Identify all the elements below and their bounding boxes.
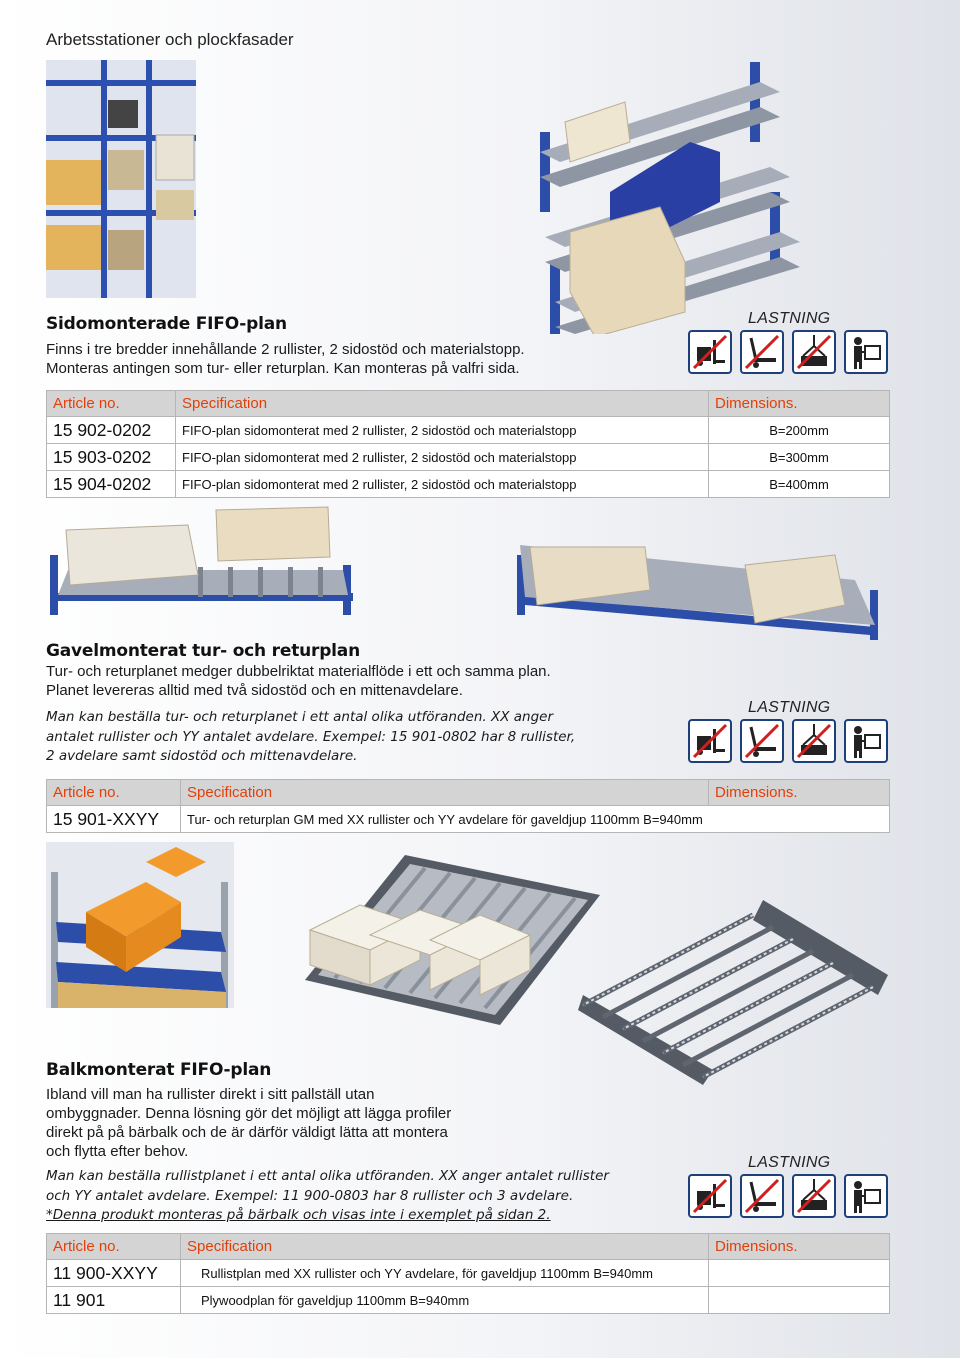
dimensions: B=300mm (708, 443, 890, 471)
column-header-specification: Specification (180, 779, 709, 806)
no-forklift-icon (688, 330, 732, 374)
spec-table-beam-plane: Article no. Specification Dimensions. 11… (46, 1233, 890, 1314)
note-line: 2 avdelare samt sidostöd och mittenavdel… (46, 748, 358, 764)
description-line: direkt på på bärbalk och de är därför vä… (46, 1124, 448, 1141)
rack-photo-image (46, 60, 196, 298)
column-header-article: Article no. (46, 779, 181, 806)
dimensions-empty (708, 1259, 890, 1287)
mounting-note: *Denna produkt monteras på bärbalk och v… (46, 1207, 551, 1223)
side-fifo-shelves-image (520, 62, 810, 338)
column-header-dimensions: Dimensions. (708, 1233, 890, 1260)
no-forklift-icon (688, 719, 732, 763)
article-number: 15 902-0202 (46, 416, 176, 444)
specification: Rullistplan med XX rullister och YY avde… (180, 1259, 709, 1287)
note-line: Man kan beställa rullistplanet i ett ant… (46, 1168, 609, 1184)
column-header-dimensions: Dimensions. (708, 390, 890, 417)
manual-handling-icon (844, 719, 888, 763)
article-number: 11 901 (46, 1286, 181, 1314)
column-header-specification: Specification (180, 1233, 709, 1260)
spec-table-gable-plane: Article no. Specification Dimensions. 15… (46, 779, 890, 833)
description-line: Planet levereras alltid med två sidostöd… (46, 682, 463, 699)
beam-plane-empty-image (578, 900, 890, 1085)
section-description-beam-plane: Ibland vill man ha rullister direkt i si… (46, 1085, 451, 1161)
section-description-side-fifo: Finns i tre bredder innehållande 2 rulli… (46, 340, 525, 378)
description-line: Tur- och returplanet medger dubbelriktat… (46, 663, 551, 680)
loading-icons (688, 1174, 888, 1218)
no-crane-icon (792, 1174, 836, 1218)
article-number: 15 903-0202 (46, 443, 176, 471)
dimensions: B=200mm (708, 416, 890, 444)
description-line: Ibland vill man ha rullister direkt i si… (46, 1086, 375, 1103)
description-line: Monteras antingen som tur- eller returpl… (46, 360, 520, 377)
lastning-label: LASTNING (748, 310, 831, 327)
dimensions: B=400mm (708, 470, 890, 498)
section-title-beam-plane: Balkmonterat FIFO-plan (46, 1060, 272, 1080)
description-line: ombyggnader. Denna lösning gör det möjli… (46, 1105, 452, 1122)
gable-plane-perspective-image (515, 535, 885, 640)
table-row: 11 900-XXYY Rullistplan med XX rullister… (46, 1259, 890, 1287)
specification: FIFO-plan sidomonterat med 2 rullister, … (175, 470, 709, 498)
page-header-title: Arbetsstationer och plockfasader (46, 30, 294, 49)
article-number: 15 904-0202 (46, 470, 176, 498)
no-crane-icon (792, 719, 836, 763)
spec-table-side-fifo: Article no. Specification Dimensions. 15… (46, 390, 890, 498)
note-line: och YY antalet avdelare. Exempel: 11 900… (46, 1187, 574, 1204)
specification: Tur- och returplan GM med XX rullister o… (180, 805, 890, 833)
description-line: Finns i tre bredder innehållande 2 rulli… (46, 341, 525, 358)
section-title-gable-plane: Gavelmonterat tur- och returplan (46, 641, 360, 661)
table-row: 15 901-XXYY Tur- och returplan GM med XX… (46, 805, 890, 833)
no-pallet-jack-icon (740, 719, 784, 763)
specification: FIFO-plan sidomonterat med 2 rullister, … (175, 416, 709, 444)
specification: FIFO-plan sidomonterat med 2 rullister, … (175, 443, 709, 471)
column-header-specification: Specification (175, 390, 709, 417)
section-title-side-fifo: Sidomonterade FIFO-plan (46, 314, 287, 334)
column-header-dimensions: Dimensions. (708, 779, 890, 806)
note-line: antalet rullister och YY antalet avdelar… (46, 728, 576, 745)
no-pallet-jack-icon (740, 1174, 784, 1218)
table-row: 15 903-0202 FIFO-plan sidomonterat med 2… (46, 443, 890, 471)
loading-icons (688, 719, 888, 763)
no-pallet-jack-icon (740, 330, 784, 374)
column-header-article: Article no. (46, 1233, 181, 1260)
gable-plane-front-image (48, 505, 358, 617)
article-number: 11 900-XXYY (46, 1259, 181, 1287)
table-header-row: Article no. Specification Dimensions. (46, 1233, 890, 1260)
section-note-beam-plane: Man kan beställa rullistplanet i ett ant… (46, 1167, 609, 1226)
column-header-article: Article no. (46, 390, 176, 417)
no-crane-icon (792, 330, 836, 374)
table-row: 11 901 Plywoodplan för gaveldjup 1100mm … (46, 1286, 890, 1314)
table-row: 15 902-0202 FIFO-plan sidomonterat med 2… (46, 416, 890, 444)
table-header-row: Article no. Specification Dimensions. (46, 390, 890, 417)
note-line: Man kan beställa tur- och returplanet i … (46, 709, 553, 725)
table-header-row: Article no. Specification Dimensions. (46, 779, 890, 806)
manual-handling-icon (844, 1174, 888, 1218)
manual-handling-icon (844, 330, 888, 374)
section-description-gable-plane: Tur- och returplanet medger dubbelriktat… (46, 662, 551, 700)
specification: Plywoodplan för gaveldjup 1100mm B=940mm (180, 1286, 709, 1314)
lastning-label: LASTNING (748, 1154, 831, 1171)
beam-plane-with-boxes-image (300, 850, 610, 1025)
section-note-gable-plane: Man kan beställa tur- och returplanet i … (46, 708, 575, 767)
loading-icons (688, 330, 888, 374)
dimensions-empty (708, 1286, 890, 1314)
no-forklift-icon (688, 1174, 732, 1218)
article-number: 15 901-XXYY (46, 805, 181, 833)
lastning-label: LASTNING (748, 699, 831, 716)
orange-boxes-rack-image (46, 842, 234, 1008)
description-line: och flytta efter behov. (46, 1143, 189, 1160)
table-row: 15 904-0202 FIFO-plan sidomonterat med 2… (46, 470, 890, 498)
